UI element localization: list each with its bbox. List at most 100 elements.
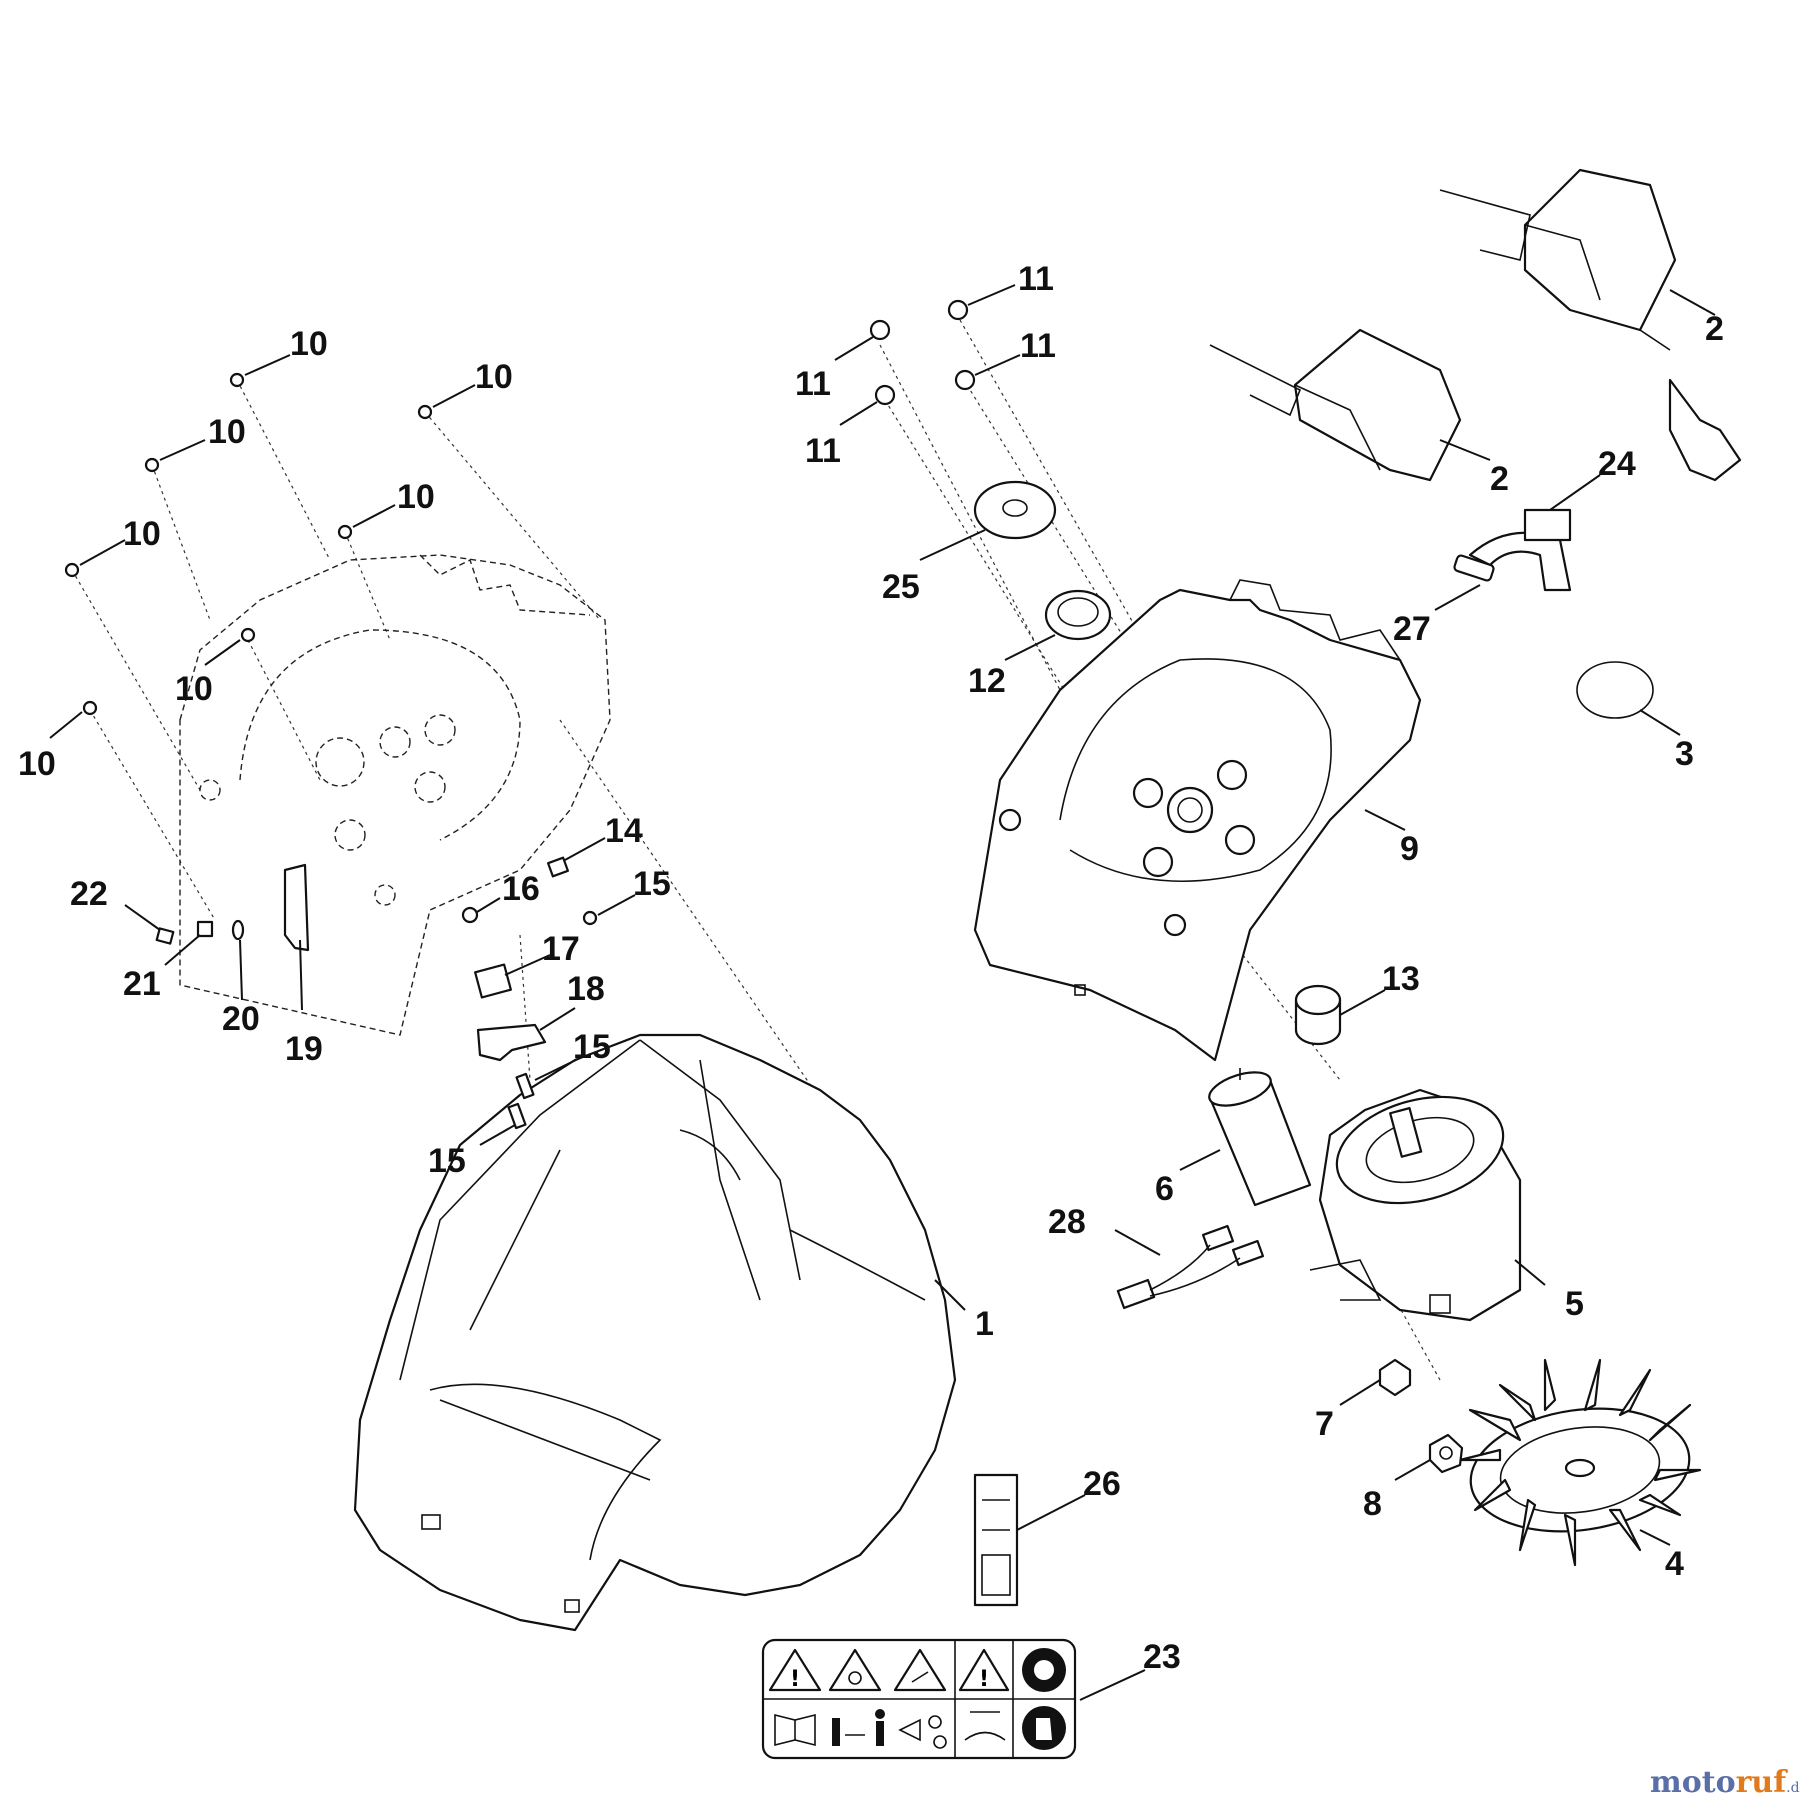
callout-6: 6 — [1155, 1170, 1174, 1208]
callout-10c: 10 — [208, 413, 246, 451]
callout-24: 24 — [1598, 445, 1636, 483]
callout-17: 17 — [542, 930, 580, 968]
watermark-part2: ruf — [1736, 1765, 1789, 1800]
callout-15c: 15 — [428, 1142, 466, 1180]
callout-10b: 10 — [475, 358, 513, 396]
lever-19 — [283, 863, 310, 952]
callout-9: 9 — [1400, 830, 1419, 868]
callout-15b: 15 — [573, 1028, 611, 1066]
callout-10g: 10 — [18, 745, 56, 783]
debris-hazard-icon — [898, 1715, 947, 1749]
main-housing — [353, 1033, 957, 1632]
screw-15b — [515, 1072, 535, 1100]
bracket-18 — [476, 1023, 547, 1062]
washer-16 — [461, 906, 479, 924]
callout-26: 26 — [1083, 1465, 1121, 1503]
callout-22: 22 — [70, 875, 108, 913]
circlip — [1576, 661, 1654, 719]
callout-11a: 11 — [1018, 260, 1054, 298]
callout-5: 5 — [1565, 1285, 1584, 1323]
screw-22 — [155, 927, 175, 945]
screw-10b — [417, 404, 433, 420]
callout-4: 4 — [1665, 1545, 1684, 1583]
keep-distance-icon — [832, 1709, 885, 1746]
warning-triangle-icon-2: ! — [958, 1648, 1010, 1692]
callout-18: 18 — [567, 970, 605, 1008]
callout-19: 19 — [285, 1030, 323, 1068]
read-manual-icon — [774, 1713, 816, 1747]
callout-10a: 10 — [290, 325, 328, 363]
grommet — [1044, 589, 1112, 641]
callout-2-lower: 2 — [1490, 460, 1509, 498]
watermark-suffix: .de — [1786, 1780, 1800, 1796]
pin — [1453, 554, 1495, 582]
callout-14: 14 — [605, 812, 643, 850]
callout-15a: 15 — [633, 865, 671, 903]
callout-12: 12 — [968, 662, 1006, 700]
ear-protection-icon — [1022, 1648, 1066, 1692]
motor — [1309, 1088, 1522, 1322]
fasteners — [64, 299, 976, 1130]
cable-clip — [1468, 508, 1572, 592]
screw-10f — [240, 627, 256, 643]
screw-15a — [582, 910, 598, 926]
fan-housing — [973, 579, 1422, 1062]
callout-28: 28 — [1048, 1203, 1086, 1241]
nut-part-8 — [1428, 1433, 1464, 1474]
callout-10d: 10 — [397, 478, 435, 516]
callout-11d: 11 — [805, 432, 841, 470]
switch-cover-17 — [474, 963, 512, 999]
callout-20: 20 — [222, 1000, 260, 1038]
gloves-icon — [1022, 1706, 1066, 1750]
unplug-before-maintenance-icon — [964, 1711, 1006, 1741]
nut-14 — [546, 856, 570, 878]
screw-10a — [229, 372, 245, 388]
nut-21 — [196, 920, 214, 938]
switch-box-lower — [1209, 328, 1462, 482]
svg-text:!: ! — [790, 1667, 800, 1692]
callout-3: 3 — [1675, 735, 1694, 773]
callout-16: 16 — [502, 870, 540, 908]
callout-23: 23 — [1143, 1638, 1181, 1676]
fan-impeller — [1458, 1358, 1702, 1567]
ring-20 — [231, 919, 245, 941]
switch-box-upper — [1439, 168, 1677, 351]
callout-25: 25 — [882, 568, 920, 606]
callout-10e: 10 — [123, 515, 161, 553]
washer — [973, 480, 1057, 540]
callout-2-upper: 2 — [1705, 310, 1724, 348]
callout-labels: 1 2 2 3 4 5 6 7 8 9 10 10 10 10 10 10 10… — [18, 260, 1724, 1676]
screw-11d — [874, 384, 896, 406]
cable-harness — [1116, 1224, 1265, 1310]
hand-hazard-icon — [893, 1648, 947, 1692]
screw-10c — [144, 457, 160, 473]
callout-11c: 11 — [1020, 327, 1056, 365]
screw-10d — [337, 524, 353, 540]
warning-triangle-icon: ! — [768, 1648, 822, 1692]
screw-10e — [64, 562, 80, 578]
svg-text:motoruf.de: motoruf.de — [1650, 1765, 1800, 1800]
watermark-part1: moto — [1650, 1765, 1736, 1800]
bushing — [1294, 984, 1342, 1046]
sticker-label — [973, 1473, 1019, 1607]
callout-7: 7 — [1315, 1405, 1334, 1443]
leader-lines — [49, 284, 1716, 1701]
watermark-logo: motoruf.de — [1650, 1765, 1800, 1800]
cutting-hazard-icon — [828, 1648, 882, 1692]
callout-21: 21 — [123, 965, 161, 1003]
callout-10f: 10 — [175, 670, 213, 708]
safety-decal: ! ! — [761, 1638, 1077, 1760]
screw-11c — [954, 369, 976, 391]
svg-text:!: ! — [979, 1667, 989, 1692]
screw-15c — [507, 1102, 527, 1130]
callout-27: 27 — [1393, 610, 1431, 648]
capacitor — [1208, 1068, 1312, 1207]
callout-13: 13 — [1382, 960, 1420, 998]
callout-8: 8 — [1363, 1485, 1382, 1523]
screw-11a — [869, 319, 891, 341]
screw-10g — [82, 700, 98, 716]
fan-housing-ghost — [179, 554, 611, 1036]
nut-part-7 — [1378, 1358, 1412, 1397]
callout-1: 1 — [975, 1305, 994, 1343]
